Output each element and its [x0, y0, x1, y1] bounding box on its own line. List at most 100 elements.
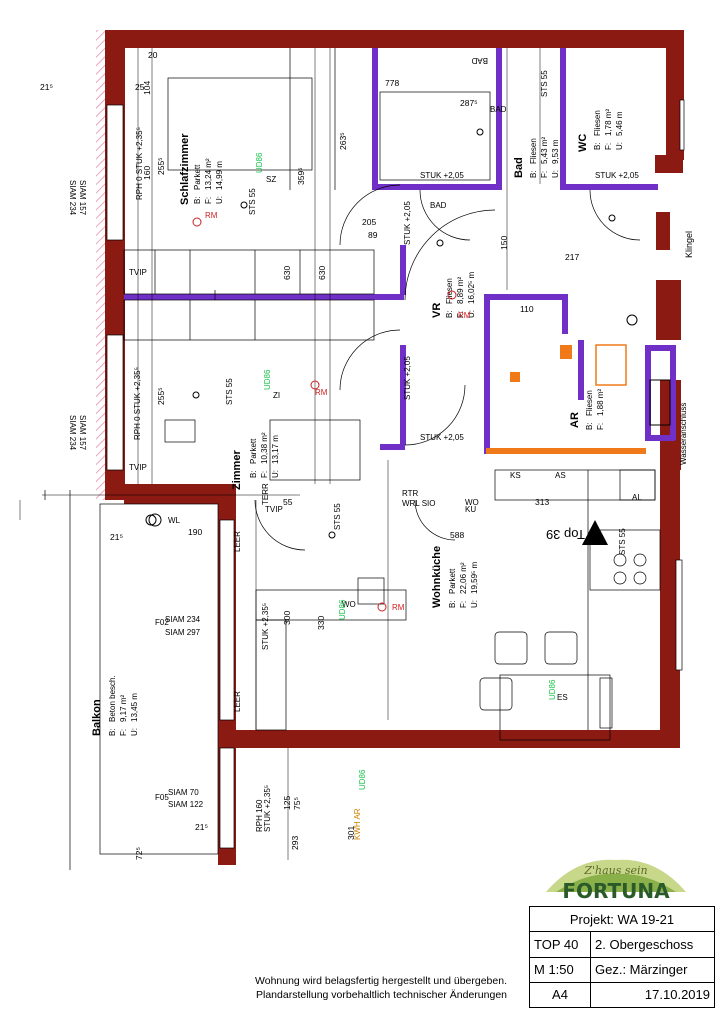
svg-text:KU: KU	[465, 505, 476, 514]
svg-text:SIAM 122: SIAM 122	[168, 800, 204, 809]
svg-text:300: 300	[282, 611, 292, 625]
svg-text:AS: AS	[555, 471, 566, 480]
room-zimmer: Zimmer	[231, 450, 243, 490]
svg-text:5,43 m²: 5,43 m²	[540, 137, 549, 164]
note-line-1: Wohnung wird belagsfertig hergestellt un…	[255, 975, 507, 987]
svg-text:WC: WC	[577, 134, 589, 152]
svg-text:205: 205	[362, 217, 376, 227]
svg-text:190: 190	[188, 527, 202, 537]
svg-text:WO: WO	[342, 600, 356, 609]
ceiling-light-icon	[608, 214, 616, 222]
svg-text:U:: U:	[615, 142, 624, 150]
svg-text:BAD: BAD	[471, 56, 488, 65]
windows	[106, 99, 685, 849]
svg-text:RM: RM	[315, 388, 328, 397]
logo-script: Z'haus sein	[583, 864, 647, 877]
svg-text:20: 20	[148, 50, 158, 60]
svg-text:KS: KS	[510, 471, 521, 480]
svg-text:LEER: LEER	[233, 531, 242, 552]
svg-text:301: 301	[346, 826, 356, 840]
fixtures	[44, 48, 661, 870]
rm-smoke-detector-icon	[192, 217, 202, 227]
svg-text:125: 125	[282, 796, 292, 810]
svg-text:KWH AR: KWH AR	[353, 808, 362, 840]
svg-text:UD86: UD86	[255, 152, 264, 173]
svg-text:RPH 0 STUK +2,35⁵: RPH 0 STUK +2,35⁵	[133, 367, 142, 440]
svg-text:F:: F:	[456, 311, 465, 318]
svg-text:19,59⁵ m: 19,59⁵ m	[470, 561, 479, 594]
svg-text:B:: B:	[249, 470, 258, 478]
svg-text:SIAM 157: SIAM 157	[78, 180, 87, 216]
svg-text:F:: F:	[596, 423, 605, 430]
svg-text:STUK +2,35⁵: STUK +2,35⁵	[263, 785, 272, 832]
svg-text:SIAM 70: SIAM 70	[168, 788, 199, 797]
svg-text:25: 25	[135, 82, 145, 92]
svg-text:588: 588	[450, 530, 464, 540]
svg-text:TVIP: TVIP	[129, 268, 147, 277]
svg-text:Wohnküche: Wohnküche	[431, 546, 443, 608]
room-schlafzimmer: Schlafzimmer	[179, 133, 191, 205]
svg-text:F02: F02	[155, 618, 169, 627]
svg-text:Parkett: Parkett	[448, 568, 457, 594]
svg-text:9,53 m: 9,53 m	[551, 139, 560, 164]
fortuna-logo-graphic: Z'haus sein FORTUNA	[546, 859, 686, 903]
svg-text:STS 55: STS 55	[333, 503, 342, 530]
svg-text:WO: WO	[465, 498, 479, 507]
dining-chairs	[479, 631, 613, 729]
svg-text:13,24 m²: 13,24 m²	[204, 158, 213, 190]
svg-text:VR: VR	[431, 303, 443, 318]
svg-text:STS 55: STS 55	[540, 70, 549, 97]
svg-text:U:: U:	[470, 600, 479, 608]
rm-smoke-detector-icon	[310, 380, 320, 390]
partition-walls	[124, 48, 676, 454]
scale-label: M 1:50	[529, 956, 591, 983]
drawn-by-label: Gez.: Märzinger	[590, 956, 715, 983]
distribution-icon	[626, 314, 638, 326]
svg-text:75⁵: 75⁵	[292, 797, 302, 810]
room-balkon: Balkon	[91, 699, 103, 736]
ceiling-light-icon	[436, 239, 444, 247]
svg-text:21⁵: 21⁵	[40, 82, 53, 92]
heating-icon	[649, 379, 671, 426]
svg-text:F:: F:	[459, 601, 468, 608]
svg-text:Balkon: Balkon	[91, 699, 103, 736]
svg-text:RPH 160: RPH 160	[255, 799, 264, 832]
svg-text:B:: B:	[529, 170, 538, 178]
top-label: TOP 40	[529, 931, 591, 958]
svg-text:U:: U:	[551, 170, 560, 178]
svg-text:RM: RM	[458, 311, 471, 320]
svg-text:WL: WL	[168, 516, 181, 525]
svg-text:217: 217	[565, 252, 579, 262]
room-name: Schlafzimmer	[179, 133, 191, 205]
svg-text:F:: F:	[604, 143, 613, 150]
svg-text:150: 150	[499, 236, 509, 250]
svg-text:313: 313	[535, 497, 549, 507]
svg-text:U:: U:	[271, 470, 280, 478]
svg-text:RM: RM	[392, 603, 405, 612]
svg-text:RPH 0 STUK +2,35⁵: RPH 0 STUK +2,35⁵	[135, 127, 144, 200]
svg-text:1,88 m²: 1,88 m²	[596, 389, 605, 416]
svg-text:TVIP: TVIP	[129, 463, 147, 472]
svg-text:Parkett: Parkett	[193, 164, 202, 190]
svg-text:WRL SIO: WRL SIO	[402, 499, 435, 508]
svg-text:1,78 m²: 1,78 m²	[604, 109, 613, 136]
svg-text:Fliesen: Fliesen	[445, 278, 454, 304]
svg-text:9,17 m²: 9,17 m²	[119, 695, 128, 722]
svg-text:UD86: UD86	[338, 599, 347, 620]
wall-light-icon	[148, 513, 162, 527]
svg-text:U:: U:	[467, 310, 476, 318]
svg-text:B:: B:	[448, 600, 457, 608]
svg-text:21⁵: 21⁵	[110, 532, 123, 542]
svg-text:13,17 m: 13,17 m	[271, 435, 280, 464]
svg-text:330: 330	[316, 616, 326, 630]
svg-text:22,06 m²: 22,06 m²	[459, 562, 468, 594]
svg-text:BAD: BAD	[430, 201, 447, 210]
svg-text:SIAM 297: SIAM 297	[165, 628, 201, 637]
wasseranschluss-label: Wasseranschluss	[679, 403, 688, 465]
svg-text:Beton besch.: Beton besch.	[108, 675, 117, 722]
svg-text:Zimmer: Zimmer	[231, 450, 243, 490]
svg-text:359⁵: 359⁵	[296, 167, 306, 185]
svg-text:293: 293	[290, 836, 300, 850]
svg-text:SIAM 234: SIAM 234	[68, 415, 77, 451]
svg-text:F:: F:	[260, 471, 269, 478]
